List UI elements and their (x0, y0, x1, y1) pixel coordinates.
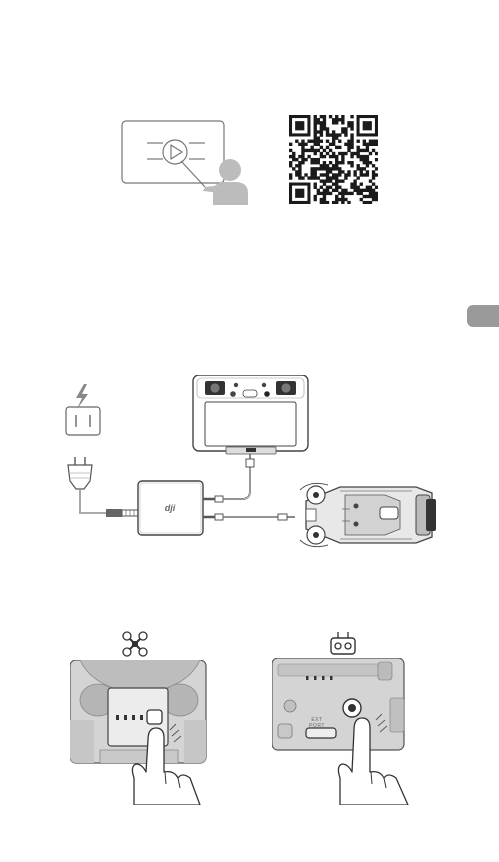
charging-hub: dji (138, 481, 203, 535)
power-plug-icon (68, 457, 92, 489)
play-icon (163, 140, 187, 164)
remote-power-illustration (272, 658, 432, 805)
remote-controller (193, 375, 308, 454)
section-side-tab (467, 305, 499, 327)
dji-logo: dji (165, 503, 176, 513)
presenter-icon (181, 159, 248, 205)
dc-connector (106, 509, 138, 517)
qr-code (289, 115, 378, 204)
video-tutorial-illustration (115, 115, 255, 205)
drone (300, 483, 436, 546)
port-label-bottom: PORT (302, 723, 332, 729)
lightning-icon (76, 384, 88, 409)
wall-outlet-icon (66, 407, 100, 435)
drone-battery-illustration (70, 660, 210, 805)
remote-controller-icon (329, 632, 357, 656)
drone-icon (121, 630, 149, 658)
charging-diagram: dji (40, 375, 440, 575)
